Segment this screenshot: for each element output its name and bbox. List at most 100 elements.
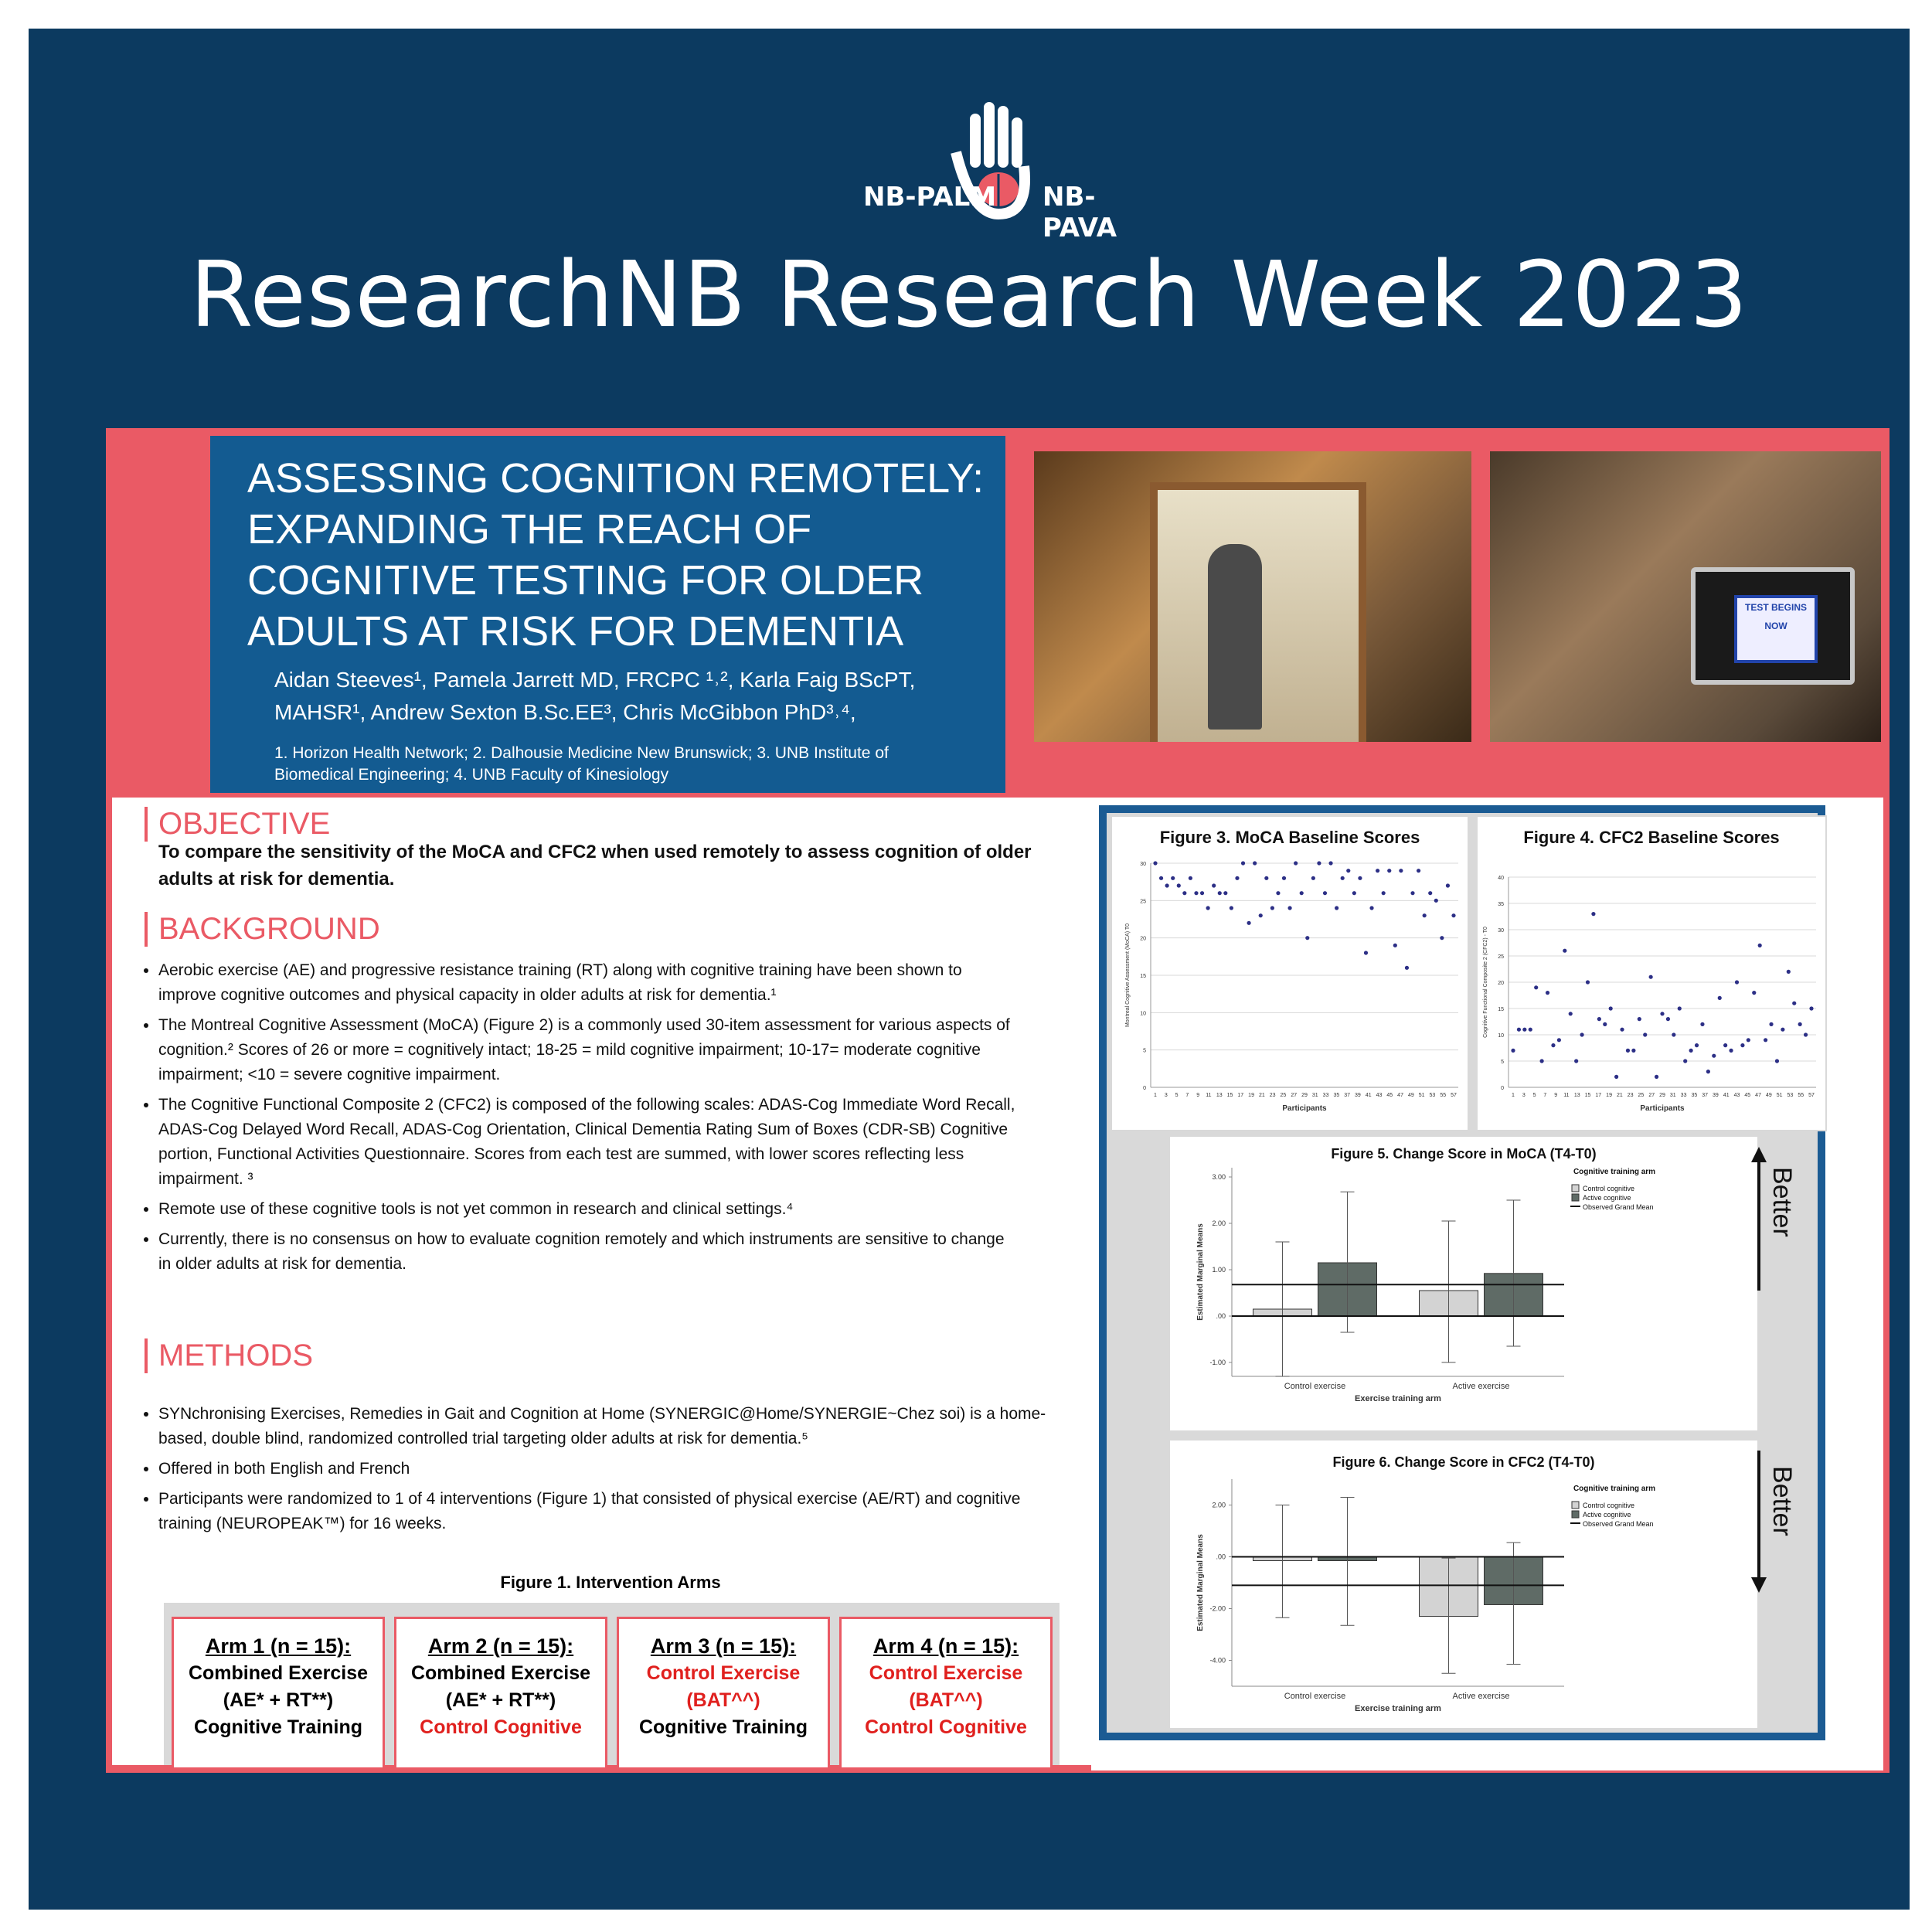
x-tick-label: 53 (1430, 1093, 1436, 1098)
data-point (1171, 876, 1175, 880)
data-point (1528, 1027, 1532, 1032)
data-point (1534, 985, 1539, 990)
y-tick-label: 1.00 (1212, 1266, 1226, 1274)
legend-label: Control cognitive (1583, 1185, 1634, 1192)
y-tick-label: 30 (1498, 928, 1504, 934)
arm-line: (BAT^^) (909, 1689, 983, 1711)
data-point (1346, 869, 1351, 873)
data-point (1683, 1059, 1688, 1063)
y-tick-label: 15 (1498, 1007, 1504, 1012)
data-point (1672, 1032, 1676, 1037)
arm-line: Control Exercise (646, 1662, 801, 1684)
x-tick-label: 49 (1766, 1093, 1772, 1098)
arm-line: Cognitive Training (193, 1716, 363, 1738)
data-point (1803, 1032, 1808, 1037)
list-item: Remote use of these cognitive tools is n… (158, 1197, 1016, 1222)
data-point (1240, 861, 1246, 866)
data-point (1253, 861, 1257, 866)
x-tick-label: 3 (1165, 1093, 1168, 1098)
x-tick-label: 21 (1259, 1093, 1265, 1098)
data-point (1165, 883, 1169, 888)
x-tick-label: Active exercise (1453, 1692, 1510, 1701)
background-section: BACKGROUND (145, 912, 380, 947)
y-tick-label: -2.00 (1209, 1605, 1226, 1613)
x-tick-label: 33 (1323, 1093, 1329, 1098)
data-point (1729, 1048, 1733, 1053)
x-tick-label: 39 (1713, 1093, 1719, 1098)
list-item: SYNchronising Exercises, Remedies in Gai… (158, 1402, 1070, 1451)
x-tick-label: 9 (1196, 1093, 1199, 1098)
x-tick-label: 45 (1386, 1093, 1393, 1098)
x-tick-label: 31 (1312, 1093, 1318, 1098)
x-tick-label: 43 (1734, 1093, 1740, 1098)
data-point (1580, 1032, 1584, 1037)
x-tick-label: 7 (1185, 1093, 1189, 1098)
y-tick-label: 25 (1498, 954, 1504, 960)
x-tick-label: 45 (1744, 1093, 1750, 1098)
data-point (1781, 1027, 1785, 1032)
data-point (1654, 1074, 1659, 1079)
data-point (1328, 861, 1333, 866)
affiliations: 1. Horizon Health Network; 2. Dalhousie … (274, 744, 889, 784)
x-tick-label: 29 (1301, 1093, 1308, 1098)
data-point (1451, 913, 1456, 918)
arm-heading: Arm 2 (n = 15): (427, 1634, 574, 1658)
data-point (1440, 936, 1444, 940)
data-point (1270, 906, 1274, 910)
x-tick-label: 51 (1777, 1093, 1783, 1098)
data-point (1568, 1012, 1573, 1016)
figure5-box: Figure 5. Change Score in MoCA (T4-T0) 3… (1168, 1135, 1759, 1432)
data-point (1723, 1043, 1728, 1048)
legend-title: Cognitive training arm (1573, 1168, 1655, 1176)
x-tick-label: 41 (1723, 1093, 1730, 1098)
data-point (1717, 995, 1722, 1000)
methods-heading: METHODS (158, 1338, 313, 1372)
y-tick-label: -1.00 (1209, 1359, 1226, 1366)
data-point (1516, 1027, 1522, 1032)
legend-swatch (1571, 1501, 1580, 1509)
data-point (1700, 1022, 1705, 1026)
y-axis-label: Estimated Marginal Means (1196, 1223, 1205, 1321)
data-point (1305, 936, 1310, 940)
poster-body: ASSESSING COGNITION REMOTELY: EXPANDING … (106, 428, 1889, 1773)
data-point (1792, 1001, 1797, 1005)
arm-line: Control Cognitive (420, 1716, 582, 1738)
x-tick-label: 25 (1638, 1093, 1645, 1098)
figure1-title: Figure 1. Intervention Arms (500, 1573, 721, 1592)
y-tick-label: 2.00 (1212, 1502, 1226, 1509)
arm-heading: Arm 4 (n = 15): (872, 1634, 1019, 1658)
data-point (1798, 1022, 1802, 1026)
x-tick-label: 51 (1419, 1093, 1425, 1098)
y-tick-label: 20 (1140, 937, 1146, 942)
data-point (1637, 1017, 1641, 1022)
x-tick-label: 33 (1681, 1093, 1687, 1098)
data-point (1294, 861, 1298, 866)
x-axis-label: Participants (1640, 1104, 1685, 1113)
poster-frame: NB-PALM NB-PAVA ResearchNB Research Week… (29, 29, 1910, 1910)
data-point (1625, 1048, 1631, 1053)
data-point (1176, 883, 1181, 888)
data-point (1608, 1006, 1613, 1011)
data-point (1404, 965, 1410, 970)
participant-figure (1208, 544, 1262, 730)
y-tick-label: 25 (1140, 899, 1146, 904)
y-tick-label: 10 (1140, 1011, 1146, 1016)
data-point (1563, 948, 1567, 953)
x-tick-label: 23 (1628, 1093, 1634, 1098)
photo-participant-laptop: TEST BEGINS NOW (1490, 451, 1881, 742)
legend-label: Observed Grand Mean (1583, 1203, 1654, 1211)
background-list: Aerobic exercise (AE) and progressive re… (128, 958, 1016, 1282)
data-point (1434, 898, 1438, 903)
data-point (1182, 891, 1187, 896)
y-tick-label: 20 (1498, 981, 1504, 986)
x-tick-label: 11 (1206, 1093, 1211, 1098)
data-point (1416, 869, 1421, 873)
x-tick-label: 19 (1606, 1093, 1612, 1098)
y-tick-label: 5 (1501, 1060, 1504, 1065)
data-point (1597, 1017, 1601, 1022)
data-point (1369, 906, 1374, 910)
data-point (1317, 861, 1321, 866)
list-item: Aerobic exercise (AE) and progressive re… (158, 958, 1016, 1008)
data-point (1689, 1048, 1693, 1053)
